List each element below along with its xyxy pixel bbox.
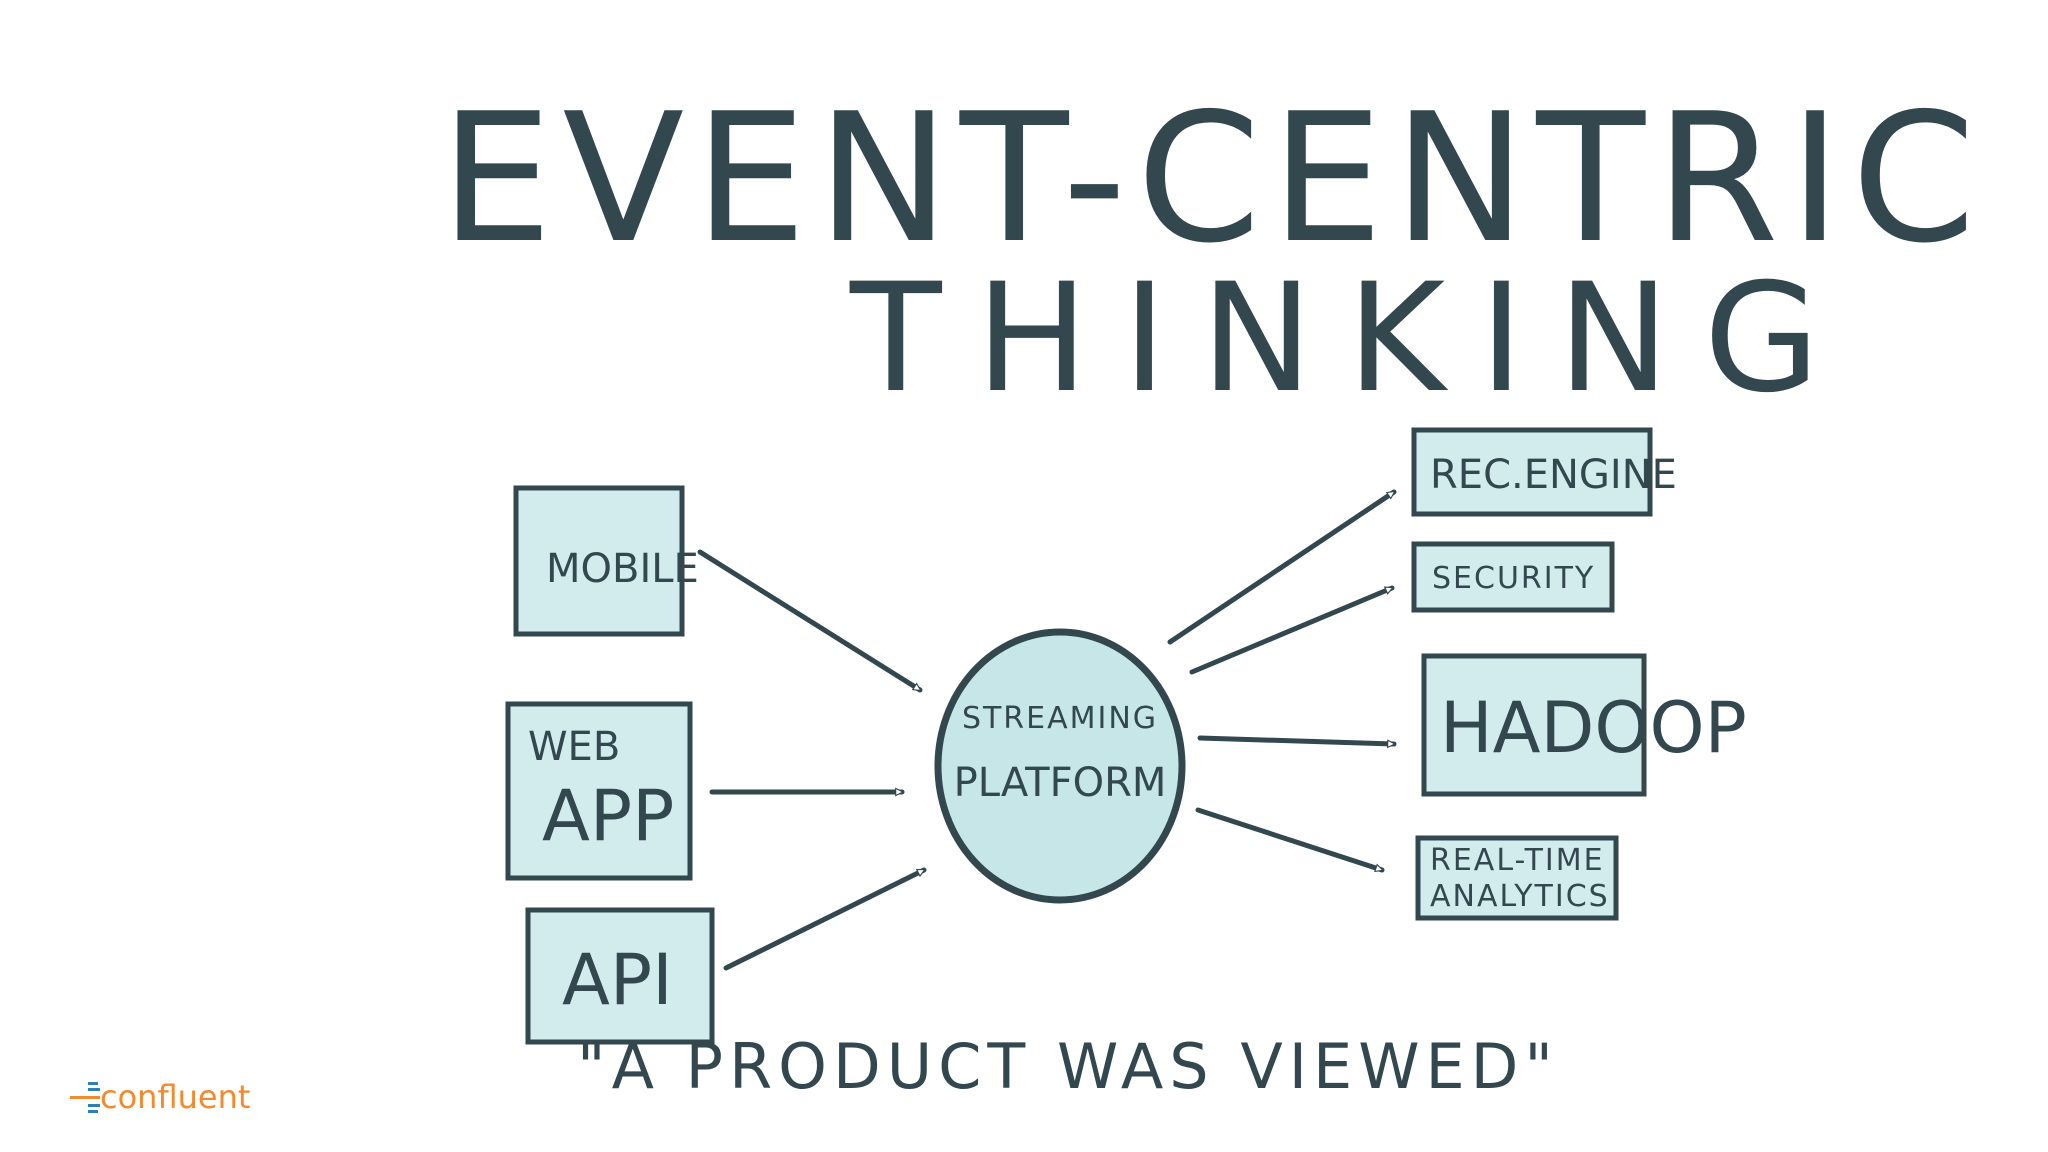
hub-label-line-1: STREAMING	[962, 701, 1158, 736]
example-event-quote: "A PRODUCT WAS VIEWED"	[577, 1030, 1559, 1103]
sink-rec-engine-label: REC.ENGINE	[1430, 452, 1677, 498]
sink-realtime-label-line-2: ANALYTICS	[1430, 879, 1610, 914]
source-api-label: API	[562, 939, 673, 1021]
sink-realtime-label-line-1: REAL-TIME	[1430, 843, 1605, 878]
source-web-app: WEB APP	[505, 701, 693, 881]
source-api: API	[525, 907, 715, 1045]
arrow-hub-to-rec-engine	[1167, 489, 1397, 645]
title-line-1: EVENT-CENTRIC	[440, 75, 1986, 282]
confluent-logo-mark-icon	[70, 1082, 100, 1113]
sink-security: SECURITY	[1411, 541, 1615, 613]
confluent-logo-text: confluent	[100, 1078, 250, 1116]
source-web-app-label-small: WEB	[528, 724, 620, 770]
arrow-hub-to-hadoop	[1197, 735, 1397, 744]
sink-hadoop-label: HADOOP	[1440, 687, 1747, 769]
arrow-api-to-hub	[723, 867, 927, 971]
source-web-app-label-big: APP	[542, 775, 674, 857]
arrow-mobile-to-hub	[697, 549, 923, 693]
hub-label-line-2: PLATFORM	[954, 760, 1167, 806]
title-line-2: THINKING	[849, 252, 1854, 426]
source-mobile: MOBILE	[513, 485, 699, 637]
streaming-platform-hub: STREAMING PLATFORM	[934, 628, 1186, 904]
source-mobile-label: MOBILE	[546, 546, 699, 592]
arrow-hub-to-security	[1189, 585, 1395, 675]
sink-rec-engine: REC.ENGINE	[1411, 427, 1677, 517]
arrow-hub-to-realtime	[1195, 807, 1385, 873]
sink-security-label: SECURITY	[1432, 561, 1595, 596]
sink-hadoop: HADOOP	[1421, 653, 1747, 797]
sink-realtime-analytics: REAL-TIME ANALYTICS	[1415, 835, 1619, 921]
confluent-logo: confluent	[70, 1078, 250, 1116]
